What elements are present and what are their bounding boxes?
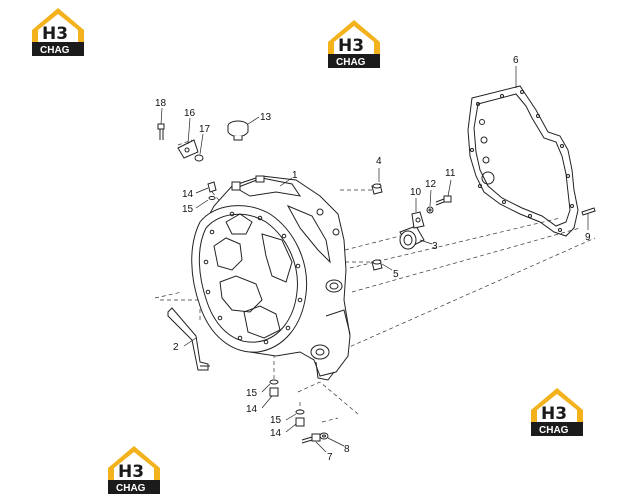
bolt: [157, 123, 165, 140]
callout-5: 5: [393, 269, 399, 280]
washer: [426, 206, 434, 214]
cover-plate: [177, 139, 199, 159]
callout-2: 2: [173, 342, 179, 353]
callout-9: 9: [585, 232, 591, 243]
callout-3: 3: [432, 241, 438, 252]
callout-15: 15: [270, 415, 282, 426]
callouts: 1 2 3 4 5 6 7 8 9 10 11 12 13 14 14 14 1…: [155, 55, 591, 463]
logo-word: CHAG: [336, 57, 366, 68]
logo-word: CHAG: [40, 45, 70, 56]
logo-word: CHAG: [116, 483, 146, 494]
callout-4: 4: [376, 156, 382, 167]
plug: [371, 259, 383, 271]
callout-8: 8: [344, 444, 350, 455]
watermark-logo: H3 CHAG: [108, 446, 160, 494]
callout-17: 17: [199, 124, 211, 135]
callout-13: 13: [260, 112, 272, 123]
plug-with-seal: [207, 181, 217, 200]
callout-1: 1: [292, 170, 298, 181]
callout-16: 16: [184, 108, 196, 119]
callout-10: 10: [410, 187, 422, 198]
gasket: [467, 85, 579, 237]
o-ring: [194, 154, 204, 162]
flywheel-housing: [191, 175, 351, 381]
breather-pipe: [167, 307, 210, 371]
callout-15: 15: [182, 204, 194, 215]
callout-6: 6: [513, 55, 519, 66]
alignment-lines: [154, 139, 596, 423]
logo-mark: H3: [118, 462, 144, 482]
callout-14: 14: [182, 189, 194, 200]
logo-mark: H3: [338, 36, 364, 56]
callout-15: 15: [246, 388, 258, 399]
callout-14: 14: [246, 404, 258, 415]
bolt: [301, 433, 321, 444]
watermark-logo: H3 CHAG: [32, 8, 84, 56]
watermark-logo: H3 CHAG: [531, 388, 583, 436]
logo-word: CHAG: [539, 425, 569, 436]
bolt: [435, 195, 452, 206]
watermark-logo: H3 CHAG: [328, 20, 380, 68]
callout-18: 18: [155, 98, 167, 109]
leader-lines: [160, 66, 589, 453]
dowel-pin: [581, 207, 596, 216]
bushing: [399, 225, 425, 250]
callout-11: 11: [445, 168, 456, 179]
logo-mark: H3: [42, 24, 68, 44]
washer: [319, 432, 329, 440]
callout-14: 14: [270, 428, 282, 439]
logo-mark: H3: [541, 404, 567, 424]
plug-with-seal: [269, 379, 305, 427]
callout-12: 12: [425, 179, 437, 190]
cap: [227, 120, 249, 141]
clip: [411, 211, 425, 229]
plug: [371, 183, 383, 195]
callout-7: 7: [327, 452, 333, 463]
